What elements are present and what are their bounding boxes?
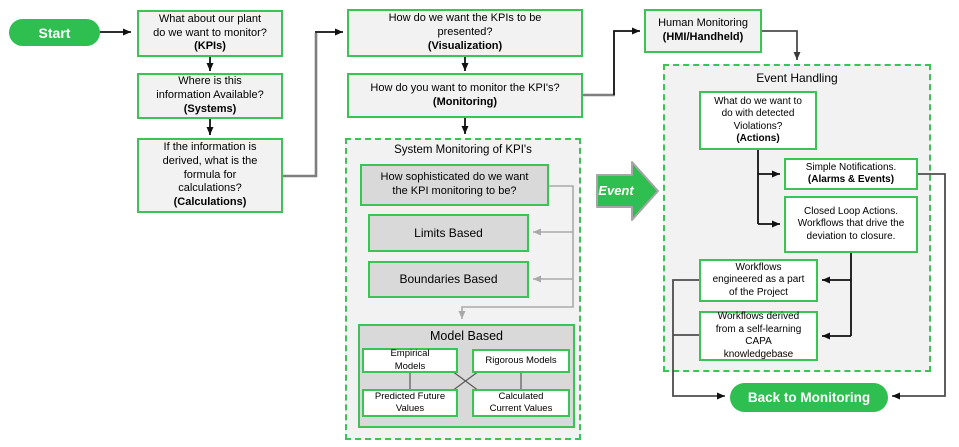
arrow-simple-to-back bbox=[892, 173, 946, 400]
line-cross-2 bbox=[451, 370, 480, 392]
limits-based-box: Limits Based bbox=[368, 214, 529, 252]
monitoring-text: How do you want to monitor the KPI's? bbox=[370, 81, 560, 94]
kpis-box: What about our plant do we want to monit… bbox=[137, 10, 283, 57]
systems-box: Where is this information Available? (Sy… bbox=[137, 73, 283, 119]
boundaries-based-box: Boundaries Based bbox=[368, 261, 529, 298]
wf-engineered-text: Workflows engineered as a part of the Pr… bbox=[712, 261, 805, 298]
rigorous-models-box: Rigorous Models bbox=[472, 349, 570, 373]
boundaries-based-text: Boundaries Based bbox=[399, 272, 498, 286]
wf-derived-text: Workflows derived from a self-learning C… bbox=[715, 311, 802, 360]
line-calculations-elbow bbox=[283, 33, 318, 178]
human-monitoring-text: Human Monitoring bbox=[658, 17, 748, 30]
kpis-bold: (KPIs) bbox=[194, 40, 226, 53]
actions-bold: (Actions) bbox=[736, 133, 780, 144]
simple-notifications-text: Simple Notifications. bbox=[805, 161, 897, 173]
calculated-values-text: Calculated Current Values bbox=[489, 390, 553, 414]
human-monitoring-box: Human Monitoring (HMI/Handheld) bbox=[644, 9, 762, 53]
sophisticated-text: How sophisticated do we want the KPI mon… bbox=[380, 171, 529, 197]
calculations-box: If the information is derived, what is t… bbox=[137, 138, 283, 213]
system-monitoring-title: System Monitoring of KPI's bbox=[394, 144, 532, 156]
sophisticated-box: How sophisticated do we want the KPI mon… bbox=[360, 164, 549, 206]
arrow-into-human-monitoring bbox=[613, 27, 640, 95]
arrow-human-to-event-handling bbox=[762, 30, 801, 60]
arrow-sophisticated-to-model bbox=[458, 185, 574, 319]
visualization-text: How do we want the KPIs to be presented? bbox=[388, 12, 542, 39]
model-based-title: Model Based bbox=[430, 329, 503, 343]
actions-text: What do we want to do with detected Viol… bbox=[714, 95, 802, 132]
event-arrow-label: Event bbox=[598, 183, 634, 198]
systems-bold: (Systems) bbox=[183, 102, 237, 115]
event-handling-title: Event Handling bbox=[756, 71, 838, 85]
closed-loop-box: Closed Loop Actions. Workflows that driv… bbox=[784, 196, 918, 253]
arrow-workflows-to-back bbox=[672, 279, 725, 400]
predicted-values-text: Predicted Future Values bbox=[374, 390, 446, 414]
closed-loop-text: Closed Loop Actions. Workflows that driv… bbox=[797, 205, 905, 242]
event-block-arrow bbox=[596, 161, 659, 221]
rigorous-models-text: Rigorous Models bbox=[485, 354, 557, 366]
calculations-bold: (Calculations) bbox=[173, 196, 247, 209]
simple-notifications-box: Simple Notifications. (Alarms & Events) bbox=[784, 158, 918, 190]
simple-notifications-bold: (Alarms & Events) bbox=[807, 174, 895, 185]
visualization-bold: (Visualization) bbox=[427, 39, 503, 52]
start-pill: Start bbox=[9, 19, 100, 46]
monitoring-bold: (Monitoring) bbox=[432, 95, 498, 108]
predicted-values-box: Predicted Future Values bbox=[362, 389, 458, 417]
visualization-box: How do we want the KPIs to be presented?… bbox=[347, 9, 583, 57]
monitoring-box: How do you want to monitor the KPI's? (M… bbox=[347, 73, 583, 118]
systems-text: Where is this information Available? bbox=[156, 75, 264, 102]
empirical-models-text: Empirical Models bbox=[390, 348, 430, 372]
back-to-monitoring-pill: Back to Monitoring bbox=[730, 383, 888, 412]
calculations-text: If the information is derived, what is t… bbox=[162, 141, 258, 195]
empirical-models-box: Empirical Models bbox=[362, 348, 458, 373]
limits-based-text: Limits Based bbox=[414, 225, 483, 240]
kpis-text: What about our plant do we want to monit… bbox=[153, 12, 267, 39]
actions-box: What do we want to do with detected Viol… bbox=[699, 91, 817, 150]
calculated-values-box: Calculated Current Values bbox=[472, 389, 570, 417]
wf-derived-box: Workflows derived from a self-learning C… bbox=[699, 311, 818, 361]
human-monitoring-bold: (HMI/Handheld) bbox=[662, 31, 744, 43]
wf-engineered-box: Workflows engineered as a part of the Pr… bbox=[699, 259, 818, 302]
